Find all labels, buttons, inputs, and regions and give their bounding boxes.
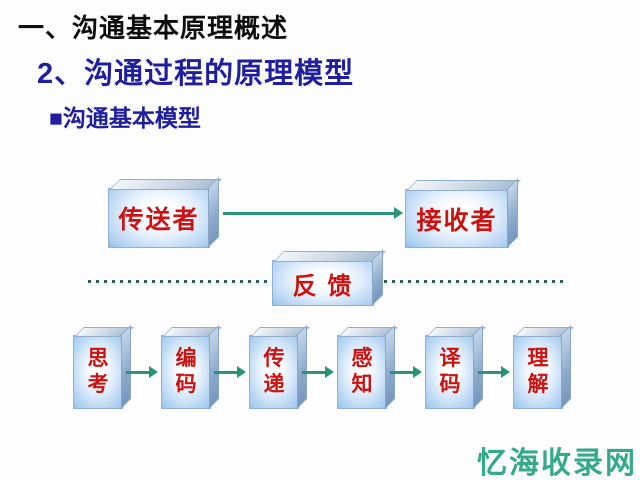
- watermark-text: 忆海收录网: [477, 447, 637, 480]
- process-steps-row: 思考 编码 传递 感知 译码 理解: [73, 335, 563, 409]
- step-label: 编码: [175, 346, 197, 396]
- step-label: 思考: [87, 346, 109, 396]
- step-box-perceive: 感知: [337, 335, 387, 409]
- step-label: 传递: [263, 346, 285, 396]
- step-label: 感知: [351, 346, 373, 396]
- step-box-decode: 译码: [425, 335, 475, 409]
- slide-subtitle: 2、沟通过程的原理模型: [37, 58, 355, 90]
- section-heading: ■沟通基本模型: [49, 105, 201, 131]
- step-label: 理解: [527, 346, 549, 396]
- feedback-box: 反 馈: [272, 260, 374, 306]
- sender-to-receiver-arrow-icon: [223, 207, 403, 219]
- receiver-box: 接收者: [405, 189, 509, 248]
- slide-title: 一、沟通基本原理概述: [18, 13, 289, 43]
- feedback-label: 反 馈: [292, 272, 354, 300]
- sender-box: 传送者: [108, 188, 210, 248]
- flow-arrow-icon: [390, 365, 422, 379]
- sender-label: 传送者: [118, 206, 200, 234]
- flow-arrow-icon: [126, 365, 158, 379]
- step-box-encode: 编码: [161, 335, 211, 409]
- flow-arrow-icon: [302, 365, 334, 379]
- flow-arrow-icon: [478, 365, 510, 379]
- step-box-understand: 理解: [513, 335, 563, 409]
- receiver-label: 接收者: [416, 206, 498, 235]
- flow-arrow-icon: [214, 365, 246, 379]
- step-box-transmit: 传递: [249, 335, 299, 409]
- step-label: 译码: [439, 346, 461, 396]
- step-box-think: 思考: [73, 335, 123, 409]
